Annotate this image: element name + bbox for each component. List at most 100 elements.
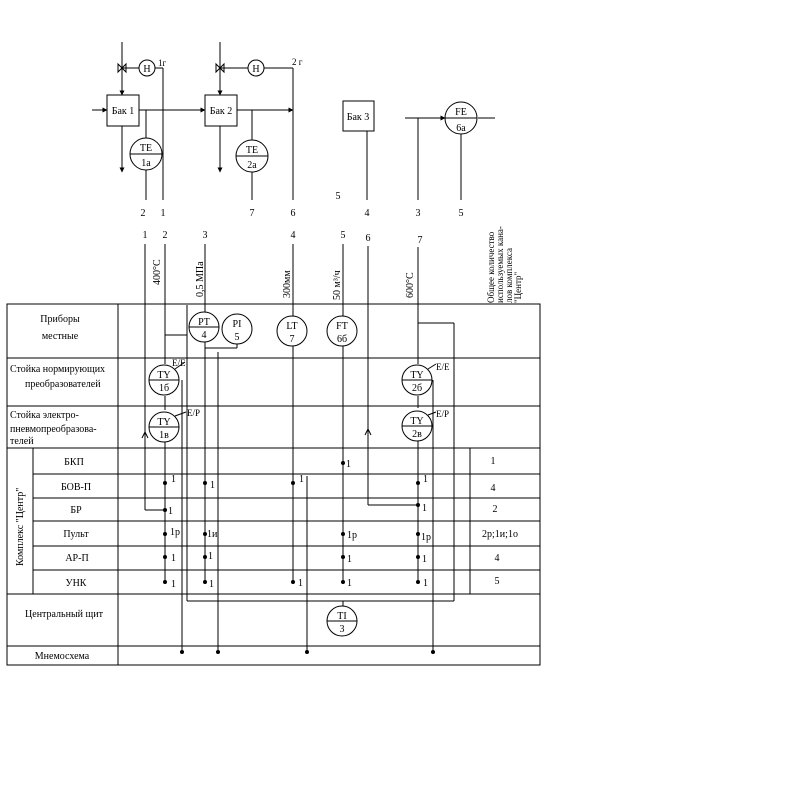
row-norm-1: Стойка нормирующих [10, 364, 105, 375]
svg-text:E/P: E/P [187, 408, 200, 418]
svg-text:2б: 2б [412, 383, 422, 394]
svg-text:1в: 1в [159, 430, 169, 441]
svg-text:5: 5 [336, 191, 341, 202]
svg-text:1: 1 [298, 578, 303, 589]
svg-text:E/E: E/E [436, 362, 450, 372]
svg-text:"Центр": "Центр" [513, 271, 523, 303]
svg-text:1: 1 [171, 579, 176, 590]
svg-text:4: 4 [202, 330, 207, 341]
top-lead-numbers: 2 1 7 6 5 4 3 5 [141, 191, 464, 219]
svg-text:используемых кана-: используемых кана- [495, 226, 505, 303]
svg-text:1: 1 [491, 456, 496, 467]
svg-text:лов комплекса: лов комплекса [504, 248, 514, 303]
svg-text:PT: PT [198, 317, 210, 328]
table-grid [6, 303, 541, 666]
te-2a-num: 2а [247, 160, 257, 171]
svg-text:50 м³/ч: 50 м³/ч [332, 270, 343, 300]
channel-numbers: 1 2 3 4 5 6 7 [143, 230, 423, 246]
svg-text:600°С: 600°С [405, 272, 416, 298]
svg-text:400°С: 400°С [152, 259, 163, 285]
up-arrow-icon [141, 430, 149, 439]
svg-text:E/P: E/P [436, 409, 449, 419]
subrow-unk: УНК [66, 578, 87, 589]
signal-lines [144, 244, 455, 652]
heater-h2-label: Н [252, 64, 259, 75]
tank-3-label: Бак 3 [347, 112, 370, 123]
svg-text:1: 1 [422, 503, 427, 514]
valve-icon [215, 62, 225, 74]
svg-text:1: 1 [347, 578, 352, 589]
tank-3 [342, 100, 375, 132]
svg-text:300мм: 300мм [282, 270, 293, 298]
svg-text:4: 4 [365, 208, 370, 219]
svg-text:PI: PI [233, 319, 242, 330]
svg-text:4: 4 [491, 483, 496, 494]
subrow-pult: Пульт [63, 529, 89, 540]
svg-text:5: 5 [495, 576, 500, 587]
svg-text:2в: 2в [412, 429, 422, 440]
row-epp-2: пневмопреобразова- [10, 424, 97, 435]
row-complex: Комплекс "Центр" [15, 488, 26, 566]
te-2a-code: ТЕ [246, 145, 258, 156]
instrument-pi-5: PI 5 [221, 313, 253, 345]
svg-text:TY: TY [157, 370, 170, 381]
svg-text:0,5 МПа: 0,5 МПа [195, 261, 206, 297]
svg-text:7: 7 [290, 334, 295, 345]
svg-text:1: 1 [209, 579, 214, 590]
connection-dots [163, 461, 435, 654]
up-arrow-icon [364, 427, 372, 436]
svg-text:1: 1 [210, 480, 215, 491]
row-labels: Приборы местные Стойка нормирующих преоб… [10, 314, 105, 662]
svg-text:1б: 1б [159, 383, 169, 394]
svg-text:5: 5 [235, 332, 240, 343]
svg-text:3: 3 [416, 208, 421, 219]
subrow-bov: БОВ-П [61, 482, 91, 493]
te-1a-code: ТЕ [140, 143, 152, 154]
total-channels-header: Общее количество используемых кана- лов … [486, 226, 523, 303]
svg-text:TY: TY [157, 417, 170, 428]
svg-text:LT: LT [286, 321, 297, 332]
svg-text:1: 1 [423, 578, 428, 589]
instrument-ti-3: TI 3 [326, 605, 358, 637]
row-epp-3: телей [10, 436, 34, 447]
cell-marks: 1 1 1 1 1 1 1 1р 1и 1р 1р 1 1 1 1 1 1 1 … [168, 459, 431, 590]
svg-text:1: 1 [422, 554, 427, 565]
heater-h1-label: Н [143, 64, 150, 75]
heater-h2-tag: 2 г [292, 57, 303, 67]
svg-text:1р: 1р [421, 532, 431, 543]
svg-text:6: 6 [291, 208, 296, 219]
instrument-ty-2b: TY 2б E/E [401, 362, 450, 396]
channel-params: 400°С 0,5 МПа 300мм 50 м³/ч 600°С [152, 259, 416, 300]
instrument-ft-6b: FT 6б [326, 315, 358, 347]
svg-text:3: 3 [340, 624, 345, 635]
svg-text:2р;1и;1о: 2р;1и;1о [482, 529, 518, 540]
svg-text:1: 1 [299, 474, 304, 485]
svg-text:1: 1 [168, 506, 173, 517]
svg-text:1: 1 [346, 459, 351, 470]
fe-6a-num: 6а [456, 123, 466, 134]
row-mnemo: Мнемосхема [35, 651, 90, 662]
subrow-bkp: БКП [64, 457, 84, 468]
instrument-lt-7: LT 7 [276, 315, 308, 347]
fe-6a-code: FE [455, 107, 467, 118]
row-local-2: местные [42, 331, 79, 342]
svg-text:1: 1 [143, 230, 148, 241]
svg-text:E/E: E/E [172, 358, 186, 368]
svg-text:7: 7 [418, 235, 423, 246]
tank-2-label: Бак 2 [210, 106, 233, 117]
svg-text:Общее количество: Общее количество [486, 231, 496, 303]
svg-text:1и: 1и [207, 529, 218, 540]
svg-text:2: 2 [141, 208, 146, 219]
svg-text:1р: 1р [170, 527, 180, 538]
svg-text:1: 1 [171, 553, 176, 564]
svg-text:1: 1 [208, 551, 213, 562]
svg-text:6: 6 [366, 233, 371, 244]
subrow-br: БР [70, 505, 82, 516]
row-norm-2: преобразователей [25, 379, 101, 390]
svg-text:1: 1 [423, 474, 428, 485]
instrument-pt-4: PT 4 [188, 311, 220, 343]
process-scheme: Н 1г Бак 1 ТЕ 1а Н 2 г Бак 2 ТЕ 2а [92, 42, 495, 219]
row-local-1: Приборы [40, 314, 80, 325]
svg-text:TY: TY [410, 416, 423, 427]
